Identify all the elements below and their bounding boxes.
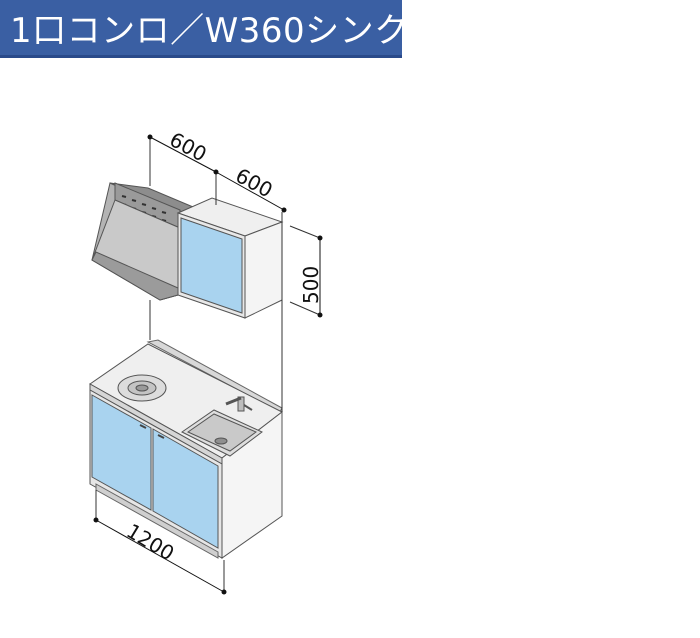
dimension-lines	[95, 136, 321, 593]
page-title: 1口コンロ／W360シンク	[10, 11, 409, 51]
title-banner: 1口コンロ／W360シンク	[0, 0, 408, 58]
wall-cabinet-icon	[176, 197, 284, 319]
extension-lines	[95, 137, 321, 592]
cabinet-width-label: 600	[232, 163, 277, 202]
compact-kitchen-icon	[89, 339, 283, 559]
hood-width-label: 600	[166, 127, 211, 166]
dimension-dots	[93, 134, 323, 595]
cabinet-height-label: 500	[299, 266, 323, 304]
